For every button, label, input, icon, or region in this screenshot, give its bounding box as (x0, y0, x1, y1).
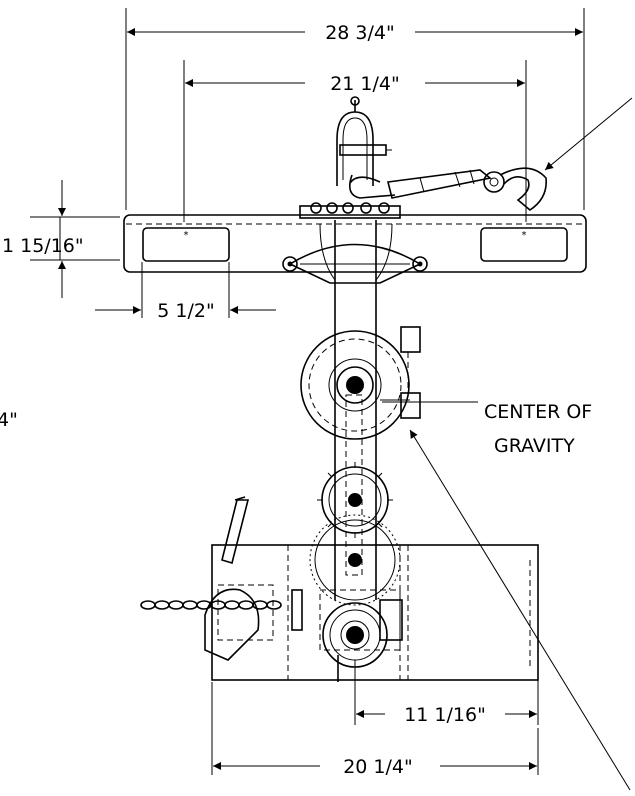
dim-partial-label: 4" (0, 409, 18, 431)
fork-frame: * * (123, 202, 587, 284)
lifting-shackle (336, 96, 392, 186)
hook-chain (349, 167, 547, 211)
cog-label-line1: CENTER OF (484, 401, 592, 423)
dim-offset-label: 11 1/16" (404, 704, 486, 726)
side-chain (140, 496, 303, 661)
hook-leader (544, 97, 633, 171)
cog-label-line2: GRAVITY (494, 435, 575, 457)
dim-base-width: 20 1/4" (211, 682, 539, 778)
svg-text:*: * (184, 230, 189, 241)
dim-pocket-height: 1 15/16" (2, 180, 120, 298)
dim-pocket-width: 5 1/2" (95, 262, 276, 322)
dim-pocket-spacing-label: 21 1/4" (330, 73, 400, 95)
left-fork-pocket (142, 227, 230, 262)
dim-pocket-spacing: 21 1/4" (183, 60, 527, 222)
dim-pocket-height-label: 1 15/16" (2, 235, 84, 257)
dim-pocket-width-label: 5 1/2" (157, 300, 214, 322)
sprocket-upper (317, 462, 393, 538)
large-gear (309, 514, 401, 606)
svg-text:*: * (522, 230, 527, 241)
right-fork-pocket (480, 227, 568, 262)
dim-offset: 11 1/16" (354, 660, 539, 726)
mast (319, 220, 393, 600)
dim-overall-width-label: 28 3/4" (325, 22, 395, 44)
upper-drum (300, 326, 421, 440)
dim-overall-width: 28 3/4" (125, 8, 585, 210)
cog-leader (382, 401, 631, 791)
base-frame (211, 544, 539, 682)
sprocket-lower (322, 602, 388, 668)
dim-base-width-label: 20 1/4" (343, 756, 413, 778)
